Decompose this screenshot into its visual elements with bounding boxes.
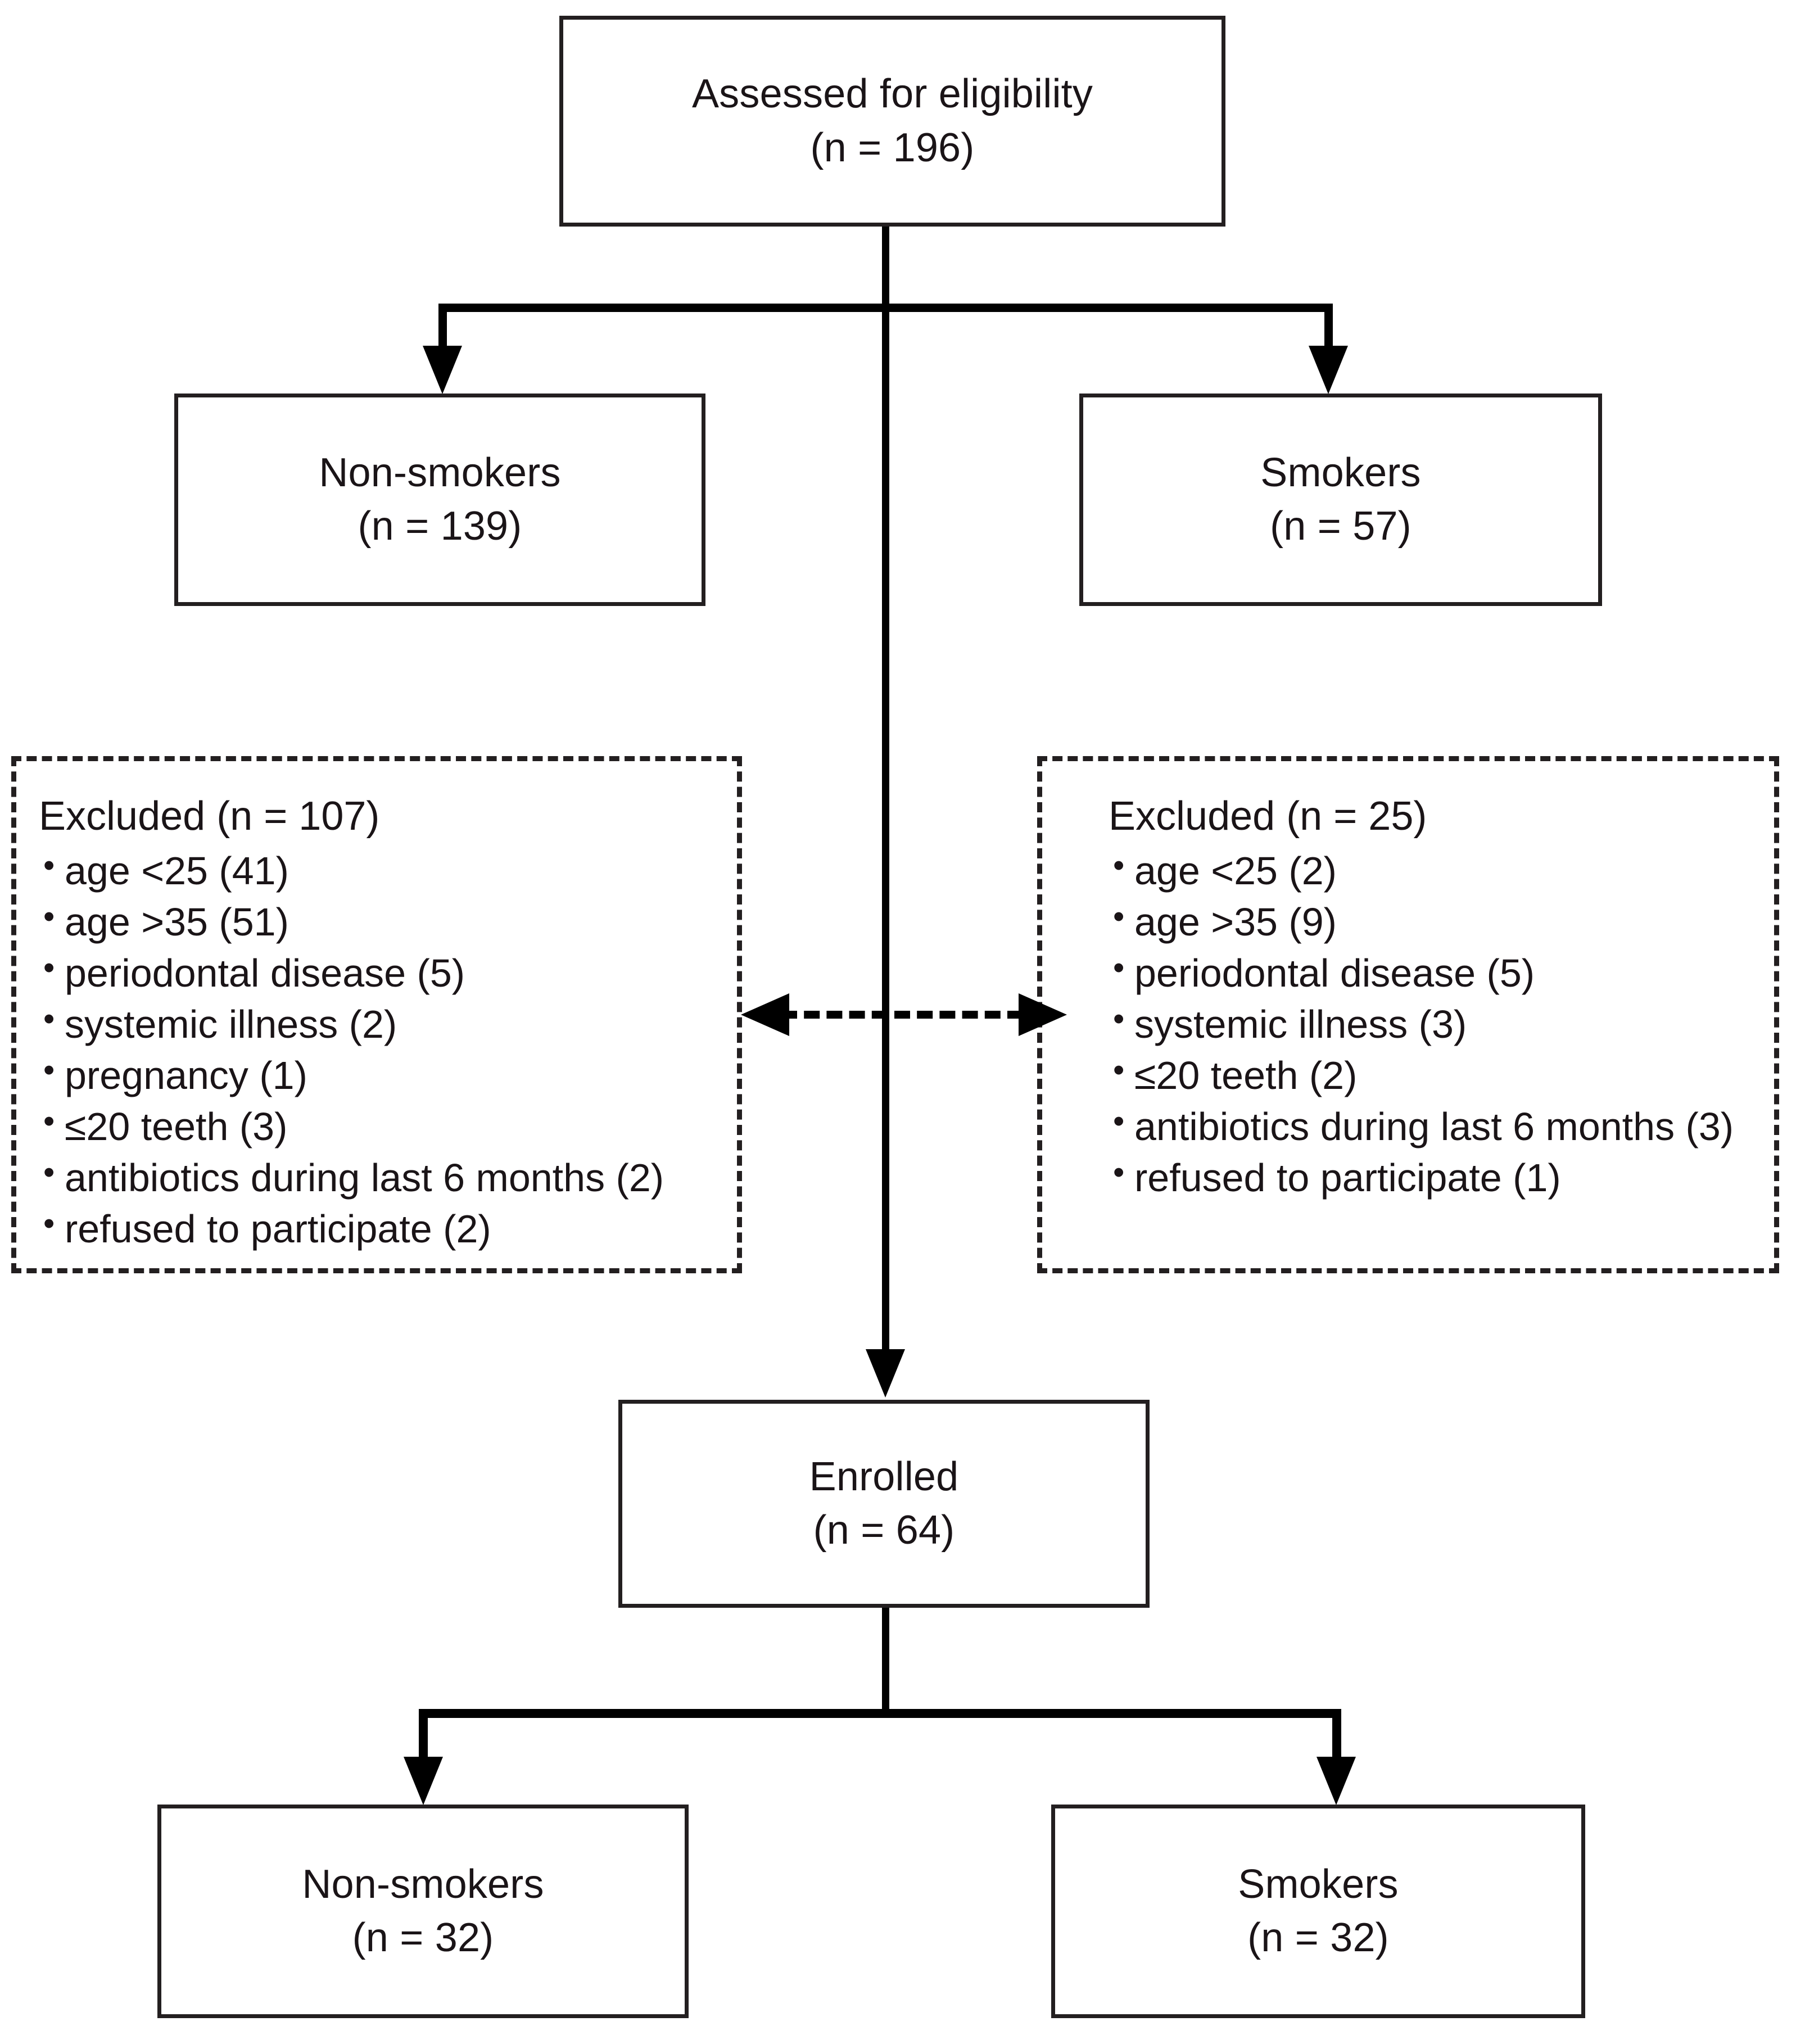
node-enrolled: Enrolled (n = 64)	[618, 1400, 1150, 1608]
excluded-smokers-content: Excluded (n = 25) age <25 (2) age >35 (9…	[1042, 761, 1734, 1204]
excluded-smokers-title: Excluded (n = 25)	[1109, 794, 1427, 839]
node-excluded-non-smokers: Excluded (n = 107) age <25 (41) age >35 …	[11, 756, 742, 1273]
screened-non-smokers-label: Non-smokers	[319, 450, 561, 495]
enrolled-label: Enrolled	[809, 1454, 959, 1499]
exclusion-connector-arrowhead-left	[741, 993, 789, 1036]
arrow-into-screened-non-smokers	[423, 346, 462, 394]
exclusion-connector-dashed-line	[781, 1011, 1023, 1019]
enrolled-non-smokers-count: (n = 32)	[352, 1915, 494, 1960]
list-item: systemic illness (2)	[39, 998, 664, 1050]
list-item: age >35 (51)	[39, 896, 664, 948]
list-item: age <25 (41)	[39, 844, 664, 897]
top-branch-bar	[438, 304, 1332, 312]
excluded-smokers-reason-list: age <25 (2) age >35 (9) periodontal dise…	[1109, 844, 1734, 1204]
screened-smokers-count: (n = 57)	[1270, 504, 1412, 549]
assessed-count: (n = 196)	[810, 125, 975, 170]
arrow-into-enrolled	[866, 1349, 905, 1398]
node-assessed-for-eligibility: Assessed for eligibility (n = 196)	[559, 16, 1225, 227]
enrolled-smokers-count: (n = 32)	[1247, 1915, 1389, 1960]
arrow-into-screened-smokers	[1309, 346, 1348, 394]
list-item: antibiotics during last 6 months (2)	[39, 1151, 664, 1204]
list-item: periodontal disease (5)	[1109, 947, 1734, 999]
excluded-non-smokers-reason-list: age <25 (41) age >35 (51) periodontal di…	[39, 844, 664, 1255]
list-item: ≤20 teeth (3)	[39, 1100, 664, 1152]
enrolled-count: (n = 64)	[813, 1508, 955, 1553]
list-item: refused to participate (1)	[1109, 1151, 1734, 1204]
top-branch-left-drop	[438, 304, 447, 357]
assessed-label: Assessed for eligibility	[691, 71, 1093, 117]
exclusion-connector-arrowhead-right	[1019, 993, 1067, 1036]
node-screened-smokers: Smokers (n = 57)	[1079, 394, 1602, 606]
screened-non-smokers-count: (n = 139)	[358, 504, 522, 549]
enrolled-non-smokers-label: Non-smokers	[302, 1861, 544, 1907]
bottom-branch-right-drop	[1332, 1709, 1341, 1768]
top-branch-right-drop	[1324, 304, 1333, 357]
list-item: pregnancy (1)	[39, 1049, 664, 1101]
node-enrolled-non-smokers: Non-smokers (n = 32)	[157, 1805, 689, 2018]
arrow-into-enrolled-non-smokers	[404, 1757, 443, 1805]
node-excluded-smokers: Excluded (n = 25) age <25 (2) age >35 (9…	[1037, 756, 1779, 1273]
bottom-branch-bar	[419, 1709, 1341, 1718]
list-item: ≤20 teeth (2)	[1109, 1049, 1734, 1101]
arrow-into-enrolled-smokers	[1317, 1757, 1356, 1805]
list-item: systemic illness (3)	[1109, 998, 1734, 1050]
main-trunk-line	[882, 227, 889, 1351]
list-item: age <25 (2)	[1109, 844, 1734, 897]
list-item: refused to participate (2)	[39, 1202, 664, 1255]
list-item: periodontal disease (5)	[39, 947, 664, 999]
node-screened-non-smokers: Non-smokers (n = 139)	[174, 394, 705, 606]
excluded-non-smokers-content: Excluded (n = 107) age <25 (41) age >35 …	[16, 761, 664, 1255]
excluded-non-smokers-title: Excluded (n = 107)	[39, 794, 380, 839]
enrolled-stem-line	[882, 1608, 889, 1715]
screened-smokers-label: Smokers	[1260, 450, 1421, 495]
enrolled-smokers-label: Smokers	[1238, 1861, 1399, 1907]
list-item: antibiotics during last 6 months (3)	[1109, 1100, 1734, 1152]
bottom-branch-left-drop	[419, 1709, 428, 1768]
list-item: age >35 (9)	[1109, 896, 1734, 948]
node-enrolled-smokers: Smokers (n = 32)	[1051, 1805, 1585, 2018]
